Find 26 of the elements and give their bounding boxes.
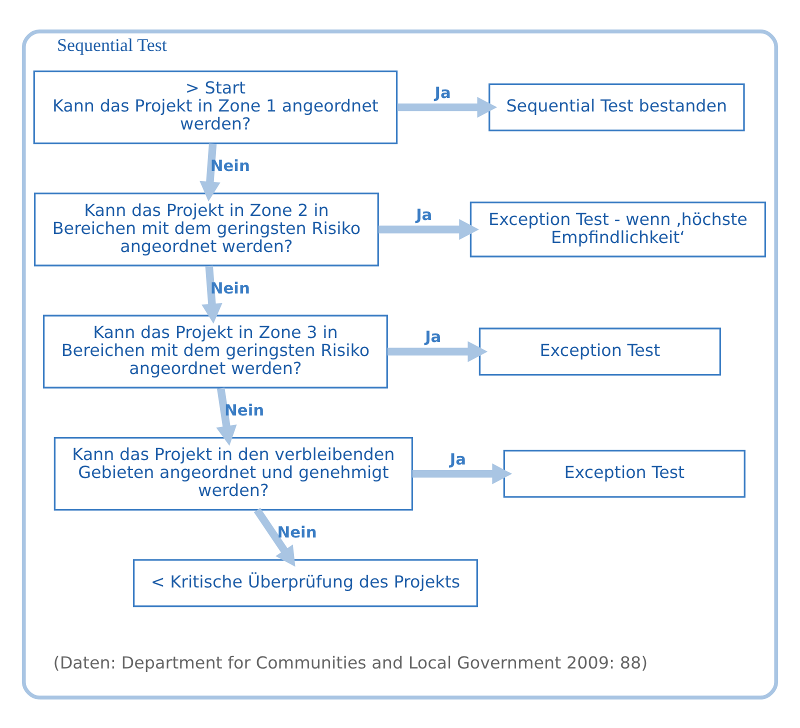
arrow (202, 265, 222, 324)
label: (Daten: Department for Communities and Local Government 2009: 88) (53, 652, 648, 672)
arrow (200, 143, 220, 201)
arrow (378, 218, 479, 240)
edge-label: Nein (224, 400, 264, 419)
node-box: > Start Kann das Projekt in Zone 1 angeordnet werden? (33, 70, 398, 144)
node-box: Exception Test (478, 327, 722, 376)
edge-label: Nein (210, 156, 250, 175)
node-box: Kann das Projekt in Zone 3 in Bereichen mit dem geringsten Risiko angeordnet werden? (42, 314, 388, 388)
arrow (254, 507, 296, 566)
node-box: Kann das Projekt in Zone 2 in Bereichen mit dem geringsten Risiko angeordnet werden? (34, 192, 379, 266)
arrow (412, 462, 512, 484)
node-box: < Kritische Überprüfung des Projekts (132, 558, 478, 607)
node-box: Exception Test (503, 449, 746, 498)
edge-label: Ja (450, 450, 466, 468)
node-box: Exception Test - wenn ‚höchste Empfindlichkeit‘ (470, 201, 766, 257)
arrow (387, 340, 488, 362)
node-box: Kann das Projekt in den verbleibenden Gebieten angeordnet und genehmigt werden? (54, 436, 414, 510)
edge-label: Nein (210, 278, 250, 297)
edge-label: Ja (434, 83, 451, 102)
arrow (397, 96, 498, 118)
arrow (216, 387, 237, 446)
edge-label: Nein (277, 523, 317, 542)
edge-label: Ja (425, 328, 442, 346)
node-box: Sequential Test bestanden (488, 82, 745, 131)
edge-label: Ja (416, 205, 432, 224)
